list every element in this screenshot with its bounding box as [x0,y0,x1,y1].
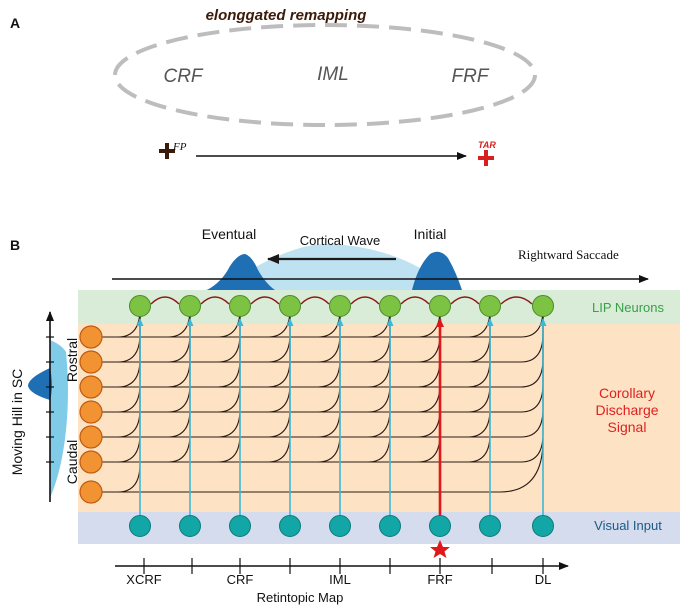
corollary-discharge-band [78,324,680,512]
fp-label: FP [172,141,187,153]
sc-neuron-node [79,425,103,449]
panel-b: B Eventual Initial Cortical Wave Rightwa… [9,226,680,605]
tar-label: TAR [478,140,496,150]
remapping-field-ellipse [113,23,537,127]
panel-a: A elonggated remapping CRF IML FRF FP TA… [10,7,537,166]
fixation-point-cross-icon [159,143,175,159]
visual-input-node [129,515,151,537]
visual-input-node [379,515,401,537]
retinotopic-map-label: Retintopic Map [257,590,344,605]
lip-neuron-node [532,295,554,317]
lateral-connection-arc [500,296,533,305]
visual-input-node [479,515,501,537]
lateral-connection-arc [250,296,280,305]
lip-neuron-node [479,295,501,317]
crf-field-label: CRF [163,66,203,87]
target-cross-icon [478,150,494,166]
cortical-wave-label: Cortical Wave [300,233,380,248]
sc-axis-ticks [46,336,54,463]
sc-neuron-node [79,480,103,504]
visual-input-band [78,512,680,544]
lip-neuron-node [379,295,401,317]
sc-neuron-node [79,450,103,474]
lip-neuron-node [329,295,351,317]
eventual-label: Eventual [202,226,256,242]
rostral-label: Rostral [64,338,80,382]
eventual-hill [207,254,275,290]
sc-neuron-nodes [79,325,103,504]
visual-input-label: Visual Input [594,518,662,533]
lateral-connection-arc [300,296,330,305]
visual-to-lip-lines [136,318,547,516]
sc-neuron-node [79,375,103,399]
iml-field-label: IML [317,64,349,85]
initial-hill [412,251,462,290]
lip-neuron-nodes [129,295,554,317]
lateral-connection-arc [350,296,380,305]
lip-neuron-node [179,295,201,317]
tick-label-iml: IML [329,572,351,587]
visual-input-node [229,515,251,537]
retinotopic-ticks [143,558,544,574]
panel-a-letter: A [10,15,20,31]
panel-a-title: elonggated remapping [206,7,367,24]
sc-neuron-node [79,350,103,374]
lip-neuron-node [129,295,151,317]
rightward-saccade-label: Rightward Saccade [518,247,619,262]
lip-band [78,290,680,324]
lateral-connection-arc [400,296,430,305]
visual-input-node [279,515,301,537]
moving-hill-light [50,340,68,498]
cd-label-line-2: Discharge [595,402,658,418]
sc-neuron-node [79,325,103,349]
initial-label: Initial [414,226,447,242]
caudal-label: Caudal [64,440,80,484]
lip-neurons-label: LIP Neurons [592,300,665,315]
frf-field-label: FRF [452,66,490,87]
tick-label-crf: CRF [227,572,254,587]
panel-b-letter: B [10,237,20,253]
lip-neuron-node [279,295,301,317]
visual-input-nodes [129,515,554,537]
lateral-connection-arc [450,296,480,305]
sc-neuron-node [79,400,103,424]
moving-hill-label: Moving Hill in SC [9,369,25,476]
visual-input-node [532,515,554,537]
lip-lateral-arcs [150,296,533,305]
cd-label-line-1: Corollary [599,385,655,401]
lateral-connection-arc [200,296,230,305]
tick-label-xcrf: XCRF [126,572,161,587]
visual-input-node [329,515,351,537]
visual-input-node [429,515,451,537]
lip-neuron-node [229,295,251,317]
cd-label-line-3: Signal [608,419,647,435]
star-icon [430,540,450,558]
tick-label-dl: DL [535,572,552,587]
moving-hill-dark [28,368,52,400]
tick-label-frf: FRF [427,572,452,587]
lateral-connection-arc [150,296,180,305]
lip-neuron-node [429,295,451,317]
visual-input-node [179,515,201,537]
